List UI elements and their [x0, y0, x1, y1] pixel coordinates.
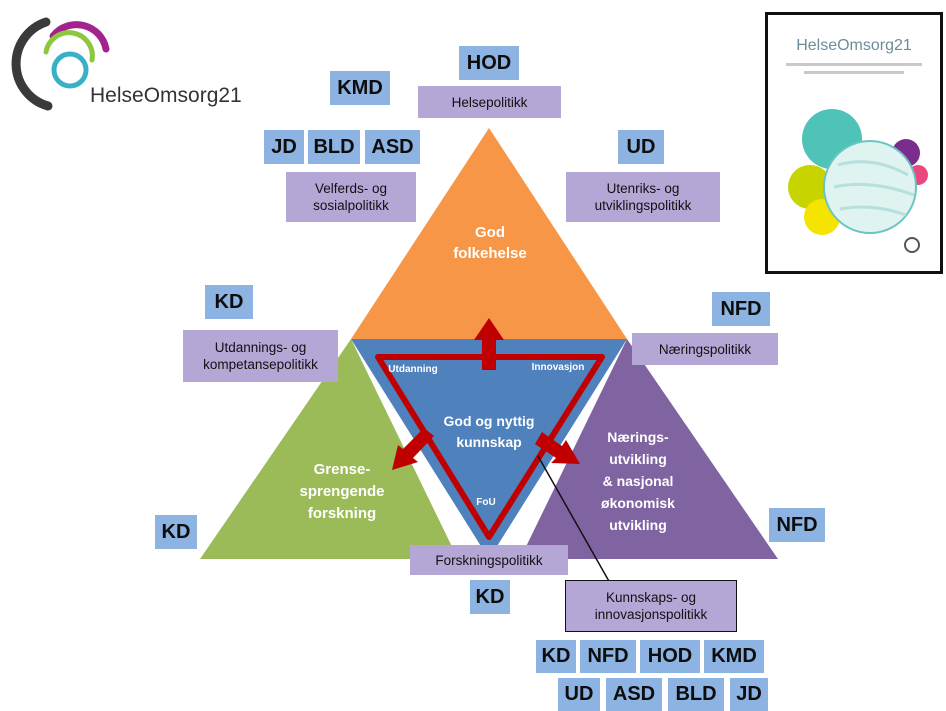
cover-title: HelseOmsorg21 [796, 37, 912, 54]
center-label-line2: kunnskap [456, 434, 521, 450]
ministry-kmd-box: KMD [330, 71, 390, 105]
right-triangle-label-line5: utvikling [609, 517, 667, 533]
ministry-nfd-box-right: NFD [769, 508, 825, 542]
inner-label-innovasjon: Innovasjon [532, 362, 585, 373]
inner-label-fou: FoU [476, 497, 495, 508]
policy-kunnskap: Kunnskaps- og innovasjonspolitikk [565, 580, 737, 632]
top-triangle-label-line1: God [475, 224, 505, 241]
center-label-line1: God og nyttig [444, 413, 535, 429]
left-triangle-label-line1: Grense- [314, 461, 371, 478]
cover-circles-graphic [788, 109, 928, 253]
ministry-box-row2-ud: UD [558, 678, 600, 711]
ministry-box-row2-asd: ASD [606, 678, 662, 711]
policy-helsepolitikk: Helsepolitikk [418, 86, 561, 118]
ministry-asd-box: ASD [365, 130, 420, 164]
ministry-box-row1-nfd: NFD [580, 640, 636, 673]
triangle-right [520, 339, 778, 559]
right-triangle-label-line1: Nærings- [607, 429, 669, 445]
ministry-box-row1-kd: KD [536, 640, 576, 673]
top-triangle-label-line2: folkehelse [453, 245, 526, 262]
inner-label-utdanning: Utdanning [388, 364, 437, 375]
right-triangle-label-line3: & nasjonal [603, 473, 674, 489]
left-triangle-label-line3: forskning [308, 505, 376, 522]
right-triangle-label-line4: økonomisk [601, 495, 675, 511]
ministry-box-row2-jd: JD [730, 678, 768, 711]
arrow-up [474, 318, 504, 370]
policy-velferd: Velferds- og sosialpolitikk [286, 172, 416, 222]
triangle-left [200, 339, 458, 559]
triangle-top [351, 128, 627, 339]
right-triangle-label-line2: utvikling [609, 451, 667, 467]
policy-utdanning: Utdannings- og kompetansepolitikk [183, 330, 338, 382]
ministry-kd-box-upper: KD [205, 285, 253, 319]
policy-forskning: Forskningspolitikk [410, 545, 568, 575]
policy-naering: Næringspolitikk [632, 333, 778, 365]
policy-utenriks: Utenriks- og utviklingspolitikk [566, 172, 720, 222]
left-triangle-label-line2: sprengende [299, 483, 384, 500]
triangle-center [351, 339, 627, 559]
helseomsorg-logo-mark [11, 17, 110, 111]
ministry-box-row2-bld: BLD [668, 678, 724, 711]
ministry-hod-box: HOD [459, 46, 519, 80]
arrow-down-right [535, 432, 580, 464]
ministry-box-row1-hod: HOD [640, 640, 700, 673]
ministry-nfd-box-upper: NFD [712, 292, 770, 326]
ministry-kd-box-bottom: KD [470, 580, 510, 614]
ministry-kd-box-left: KD [155, 515, 197, 549]
ministry-bld-box: BLD [308, 130, 360, 164]
callout-line [537, 455, 611, 584]
logo-text: HelseOmsorg21 [90, 84, 242, 107]
report-cover-image: HelseOmsorg21 [765, 12, 943, 274]
ministry-jd-box: JD [264, 130, 304, 164]
ministry-box-row1-kmd: KMD [704, 640, 764, 673]
ministry-ud-box: UD [618, 130, 664, 164]
arrow-down-left [392, 428, 434, 470]
